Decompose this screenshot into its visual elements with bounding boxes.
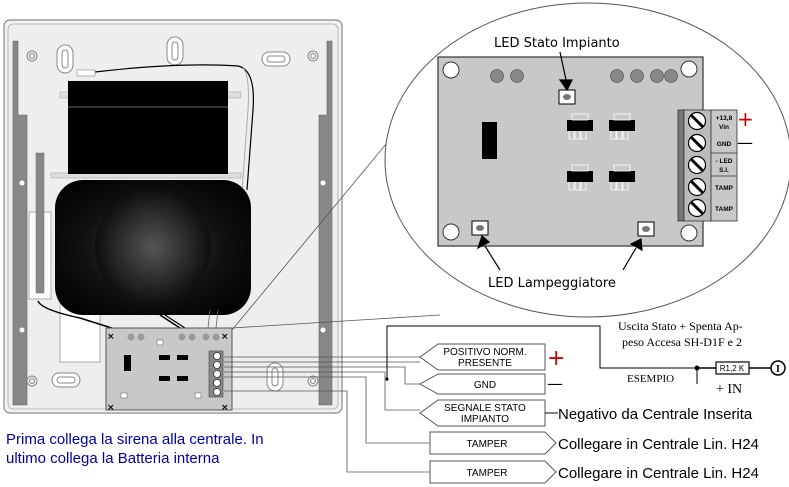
svg-text:R1,2 K: R1,2 K xyxy=(720,364,745,373)
svg-text:TAMPER: TAMPER xyxy=(467,468,508,479)
terminal-label: TAMP xyxy=(715,206,734,213)
connection-tamper-1: TAMPER Collegare in Centrale Lin. H24 xyxy=(429,431,759,455)
left-rail xyxy=(12,40,28,406)
wires xyxy=(224,356,430,473)
svg-text:×: × xyxy=(107,403,115,413)
svg-text:Uscita Stato + Spenta Ap-: Uscita Stato + Spenta Ap- xyxy=(618,319,743,333)
terminal-label: +13,8 xyxy=(716,115,733,122)
led-stato-impianto xyxy=(558,89,576,105)
svg-text:ultimo collega la Batteria int: ultimo collega la Batteria interna xyxy=(6,450,220,467)
svg-text:GND: GND xyxy=(474,380,496,391)
small-circuit-board: × × × × xyxy=(105,327,233,413)
terminal-label: Vin xyxy=(719,124,729,131)
zoom-callout: +13,8 Vin GND - LED S.I. TAMP TAMP + — L… xyxy=(231,2,789,331)
input-label: + IN xyxy=(716,382,742,397)
esempio-label: ESEMPIO xyxy=(627,373,674,385)
svg-text:Prima collega la sirena alla c: Prima collega la sirena alla centrale. I… xyxy=(6,431,264,448)
terminal-label: - LED xyxy=(716,158,733,165)
svg-text:×: × xyxy=(221,403,229,413)
led-lampeggiatore-left xyxy=(471,220,489,236)
connection-tamper-2: TAMPER Collegare in Centrale Lin. H24 xyxy=(429,460,759,484)
zoomed-circuit-board xyxy=(437,56,704,247)
minus-sign: — xyxy=(737,133,753,152)
svg-text:I: I xyxy=(776,364,780,375)
connection-gnd: GND — xyxy=(418,373,563,395)
example-circuit: Uscita Stato + Spenta Ap- peso Accesa SH… xyxy=(618,319,786,397)
led-lampeggiatore-label: LED Lampeggiatore xyxy=(488,276,616,291)
svg-text:peso Accesa SH-D1F e 2: peso Accesa SH-D1F e 2 xyxy=(622,335,742,349)
plus-sign: + xyxy=(547,346,565,371)
svg-text:POSITIVO NORM.: POSITIVO NORM. xyxy=(443,347,526,358)
svg-text:TAMPER: TAMPER xyxy=(467,439,508,450)
svg-text:×: × xyxy=(221,332,229,342)
svg-text:SEGNALE STATO: SEGNALE STATO xyxy=(444,403,526,414)
svg-text:×: × xyxy=(107,332,115,342)
terminal-label: S.I. xyxy=(719,167,729,174)
ic-chip xyxy=(482,122,497,159)
example-wire xyxy=(386,325,700,381)
led-lampeggiatore-right xyxy=(637,221,655,237)
terminal-block: +13,8 Vin GND - LED S.I. TAMP TAMP xyxy=(677,109,738,222)
connection-positivo: POSITIVO NORM. PRESENTE + xyxy=(419,343,565,371)
tamper-note: Collegare in Centrale Lin. H24 xyxy=(558,465,759,482)
terminal-label: GND xyxy=(717,141,732,148)
battery xyxy=(68,81,228,174)
led-stato-label: LED Stato Impianto xyxy=(494,36,620,51)
plus-sign: + xyxy=(737,107,754,131)
svg-text:PRESENTE: PRESENTE xyxy=(458,358,512,369)
svg-text:IMPIANTO: IMPIANTO xyxy=(461,414,509,425)
connection-segnale-stato: SEGNALE STATO IMPIANTO Negativo da Centr… xyxy=(419,399,753,427)
segnale-note: Negativo da Centrale Inserita xyxy=(558,406,753,423)
input-terminal-icon xyxy=(770,360,786,376)
speaker-cone xyxy=(95,189,211,305)
connection-labels: POSITIVO NORM. PRESENTE + GND — SEGNALE … xyxy=(418,343,759,484)
tamper-note: Collegare in Centrale Lin. H24 xyxy=(558,436,759,453)
right-rail xyxy=(318,40,333,406)
minus-sign: — xyxy=(547,374,563,393)
instructions: Prima collega la sirena alla centrale. I… xyxy=(6,431,264,467)
siren-housing xyxy=(3,19,343,414)
terminal-label: TAMP xyxy=(715,185,734,192)
